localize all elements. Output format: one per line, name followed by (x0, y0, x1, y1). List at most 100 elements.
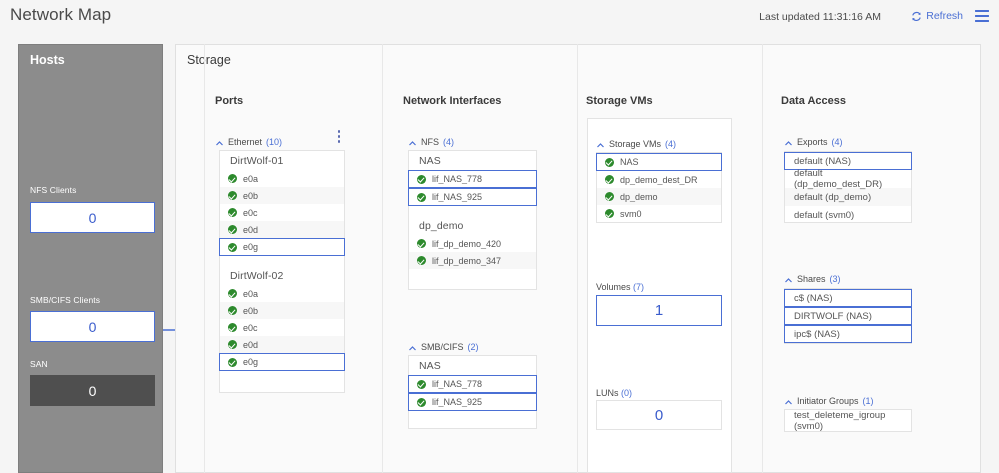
port-row[interactable]: e0c (220, 204, 344, 221)
column-title-data-access: Data Access (781, 95, 847, 107)
status-ok-icon (228, 208, 237, 217)
smb-cifs-clients-label: SMB/CIFS Clients (30, 295, 101, 305)
volumes-value-box[interactable]: 1 (596, 295, 722, 326)
luns-label: LUNs (0) (596, 388, 632, 398)
shares-count: (3) (829, 274, 841, 284)
ports-group-header-ethernet[interactable]: Ethernet (10) (215, 137, 282, 147)
smb-cifs-clients-count[interactable]: 0 (30, 311, 155, 342)
status-ok-icon (228, 323, 237, 332)
status-ok-icon (228, 340, 237, 349)
lif-row-selected[interactable]: lif_NAS_778 (408, 375, 537, 393)
storage-vm-row-selected[interactable]: NAS (596, 153, 722, 171)
lif-row-selected[interactable]: lif_NAS_925 (408, 393, 537, 411)
hamburger-menu-icon[interactable] (975, 10, 989, 22)
port-label: e0b (243, 305, 259, 316)
menu-line (975, 10, 989, 12)
ni-group-header-nfs[interactable]: NFS (4) (408, 137, 454, 147)
status-ok-icon (605, 175, 614, 184)
more-options-icon[interactable] (334, 130, 344, 144)
ports-group-label: Ethernet (228, 137, 263, 147)
column-title-storage-vms: Storage VMs (586, 95, 653, 107)
initiator-groups-header[interactable]: Initiator Groups (1) (784, 396, 874, 406)
exports-count: (4) (831, 137, 843, 147)
port-row[interactable]: e0a (220, 285, 344, 302)
lif-row-selected[interactable]: lif_NAS_778 (408, 170, 537, 188)
export-row[interactable]: default (dp_demo) (785, 188, 911, 206)
port-row[interactable]: e0b (220, 302, 344, 319)
kebab-dot (337, 140, 341, 143)
port-label: e0d (243, 339, 259, 350)
status-ok-icon (417, 379, 426, 389)
storage-vms-label: Storage VMs (609, 139, 662, 149)
refresh-button[interactable]: Refresh (911, 10, 963, 22)
luns-value-box[interactable]: 0 (596, 400, 722, 430)
storage-vm-row[interactable]: dp_demo_dest_DR (597, 171, 721, 188)
lif-row[interactable]: lif_dp_demo_420 (409, 235, 536, 252)
port-row[interactable]: e0b (220, 187, 344, 204)
port-node-name: DirtWolf-01 (230, 155, 284, 167)
page-title: Network Map (10, 5, 112, 24)
ni-nfs-label: NFS (421, 137, 439, 147)
port-label: e0a (243, 173, 259, 184)
hosts-panel-title: Hosts (30, 53, 65, 67)
status-ok-icon (417, 239, 426, 248)
status-ok-icon (417, 174, 426, 184)
export-row[interactable]: default (svm0) (794, 209, 855, 221)
storage-vm-row[interactable]: svm0 (597, 205, 721, 222)
port-label: e0g (243, 242, 259, 252)
status-ok-icon (417, 256, 426, 265)
luns-count: (0) (621, 388, 633, 398)
exports-group-header[interactable]: Exports (4) (784, 137, 843, 147)
nfs-clients-count[interactable]: 0 (30, 202, 155, 233)
port-row[interactable]: e0a (220, 170, 344, 187)
port-label: e0a (243, 288, 259, 299)
ni-nfs-card: NAS lif_NAS_778 lif_NAS_925 dp_demo lif_… (408, 150, 537, 290)
storage-vm-label: svm0 (620, 208, 642, 219)
port-label: e0g (243, 357, 259, 367)
share-row-selected[interactable]: DIRTWOLF (NAS) (784, 307, 912, 325)
volumes-label-text: Volumes (596, 282, 631, 292)
storage-vm-row[interactable]: dp_demo (597, 188, 721, 205)
volumes-label: Volumes (7) (596, 282, 644, 292)
chevron-up-icon (408, 139, 417, 148)
port-label: e0b (243, 190, 259, 201)
port-row-selected[interactable]: e0g (219, 238, 345, 256)
lif-row[interactable]: lif_dp_demo_347 (409, 252, 536, 269)
column-divider (204, 44, 205, 473)
shares-card: c$ (NAS) DIRTWOLF (NAS) ipc$ (NAS) (784, 288, 912, 344)
share-row-selected[interactable]: c$ (NAS) (784, 289, 912, 307)
lif-label: lif_NAS_778 (432, 174, 483, 184)
lif-row-selected[interactable]: lif_NAS_925 (408, 188, 537, 206)
status-ok-icon (228, 289, 237, 298)
chevron-up-icon (215, 139, 224, 148)
ni-section-name: NAS (419, 155, 441, 167)
initiator-groups-label: Initiator Groups (797, 396, 859, 406)
storage-vm-label: NAS (620, 157, 639, 167)
port-row[interactable]: e0d (220, 221, 344, 238)
top-bar: Network Map Last updated 11:31:16 AM Ref… (0, 0, 999, 36)
ni-section-name: dp_demo (419, 220, 464, 232)
menu-line (975, 15, 989, 17)
export-row-selected[interactable]: default (NAS) (784, 152, 912, 170)
export-row[interactable]: default (dp_demo_dest_DR) (794, 168, 883, 190)
san-count[interactable]: 0 (30, 375, 155, 406)
port-row[interactable]: e0c (220, 319, 344, 336)
ni-section-name: NAS (419, 360, 441, 372)
initiator-groups-card: test_deleteme_igroup (svm0) (784, 409, 912, 432)
lif-label: lif_NAS_925 (432, 192, 483, 202)
ni-group-header-smb[interactable]: SMB/CIFS (2) (408, 342, 479, 352)
hosts-panel: Hosts NFS Clients 0 SMB/CIFS Clients 0 S… (18, 44, 163, 473)
share-row-selected[interactable]: ipc$ (NAS) (784, 325, 912, 343)
ni-smb-count: (2) (467, 342, 479, 352)
column-divider (762, 44, 763, 473)
volumes-count: (7) (633, 282, 645, 292)
ni-smb-label: SMB/CIFS (421, 342, 464, 352)
initiator-group-row[interactable]: test_deleteme_igroup (svm0) (794, 409, 886, 432)
port-row-selected[interactable]: e0g (219, 353, 345, 371)
port-row[interactable]: e0d (220, 336, 344, 353)
shares-group-header[interactable]: Shares (3) (784, 274, 841, 284)
storage-vms-group-header[interactable]: Storage VMs (4) (596, 139, 676, 149)
last-updated-text: Last updated 11:31:16 AM (759, 11, 881, 23)
status-ok-icon (605, 209, 614, 218)
